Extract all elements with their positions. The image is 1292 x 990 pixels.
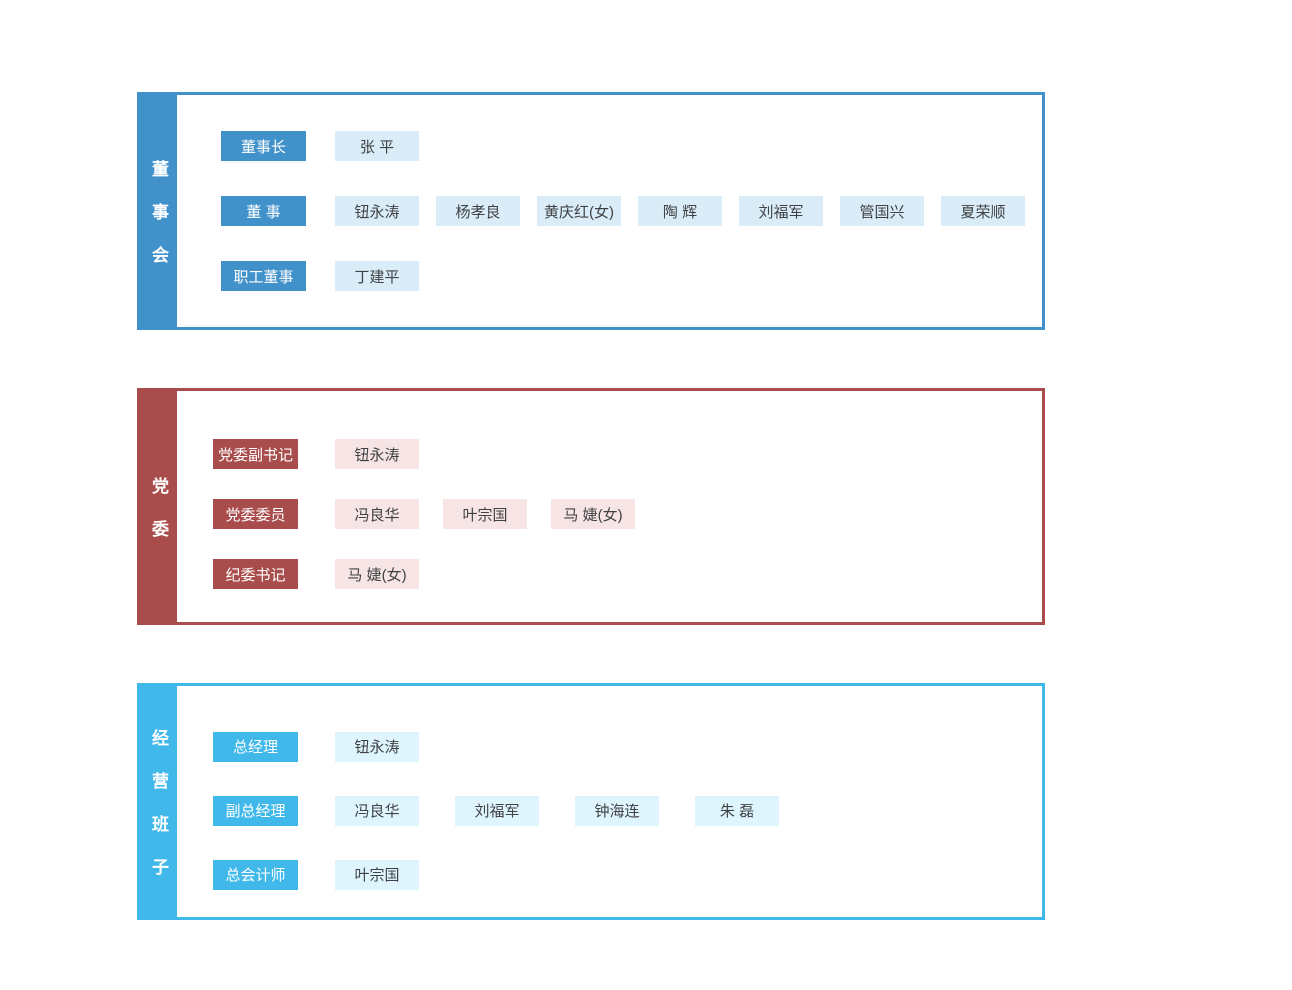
- name-badge: 马 婕(女): [335, 559, 419, 589]
- role-badge: 纪委书记: [213, 559, 298, 589]
- name-badge: 张 平: [335, 131, 419, 161]
- panel-board-of-directors: 董事会 董事长 张 平 董 事 钮永涛 杨孝良 黄庆红(女) 陶 辉 刘福军 管…: [137, 92, 1045, 330]
- name-badge: 马 婕(女): [551, 499, 635, 529]
- name-badge: 夏荣顺: [941, 196, 1025, 226]
- org-row: 总会计师 叶宗国: [177, 859, 1042, 890]
- role-badge: 党委副书记: [213, 439, 298, 469]
- name-badge: 冯良华: [335, 795, 419, 826]
- org-row: 纪委书记 马 婕(女): [177, 559, 1042, 589]
- name-badge: 叶宗国: [335, 859, 419, 890]
- panel-content: 党委副书记 钮永涛 党委委员 冯良华 叶宗国 马 婕(女) 纪委书记 马 婕(女…: [177, 391, 1042, 622]
- name-badge: 刘福军: [739, 196, 823, 226]
- org-row: 职工董事 丁建平: [177, 261, 1042, 291]
- org-row: 党委副书记 钮永涛: [177, 439, 1042, 469]
- name-list: 张 平: [335, 131, 419, 161]
- org-row: 董事长 张 平: [177, 131, 1042, 161]
- role-badge: 董事长: [221, 131, 306, 161]
- name-badge: 刘福军: [455, 795, 539, 826]
- panel-party-committee: 党委 党委副书记 钮永涛 党委委员 冯良华 叶宗国 马 婕(女) 纪委书记: [137, 388, 1045, 625]
- panel-content: 董事长 张 平 董 事 钮永涛 杨孝良 黄庆红(女) 陶 辉 刘福军 管国兴 夏…: [177, 95, 1042, 327]
- panel-sidebar: 经营班子: [140, 686, 177, 917]
- name-badge: 管国兴: [840, 196, 924, 226]
- role-badge: 董 事: [221, 196, 306, 226]
- org-row: 董 事 钮永涛 杨孝良 黄庆红(女) 陶 辉 刘福军 管国兴 夏荣顺: [177, 196, 1042, 226]
- panel-sidebar: 党委: [140, 391, 177, 622]
- panel-title: 董事会: [149, 159, 168, 289]
- panel-management-team: 经营班子 总经理 钮永涛 副总经理 冯良华 刘福军 钟海连 朱 磊 总会计师: [137, 683, 1045, 920]
- name-badge: 黄庆红(女): [537, 196, 621, 226]
- name-list: 叶宗国: [335, 859, 419, 890]
- name-badge: 冯良华: [335, 499, 419, 529]
- role-badge: 总经理: [213, 731, 298, 762]
- name-list: 钮永涛: [335, 731, 419, 762]
- role-badge: 总会计师: [213, 859, 298, 890]
- name-badge: 钮永涛: [335, 196, 419, 226]
- name-badge: 朱 磊: [695, 795, 779, 826]
- name-badge: 钮永涛: [335, 439, 419, 469]
- name-badge: 叶宗国: [443, 499, 527, 529]
- name-badge: 钟海连: [575, 795, 659, 826]
- panel-sidebar: 董事会: [140, 95, 177, 327]
- name-badge: 杨孝良: [436, 196, 520, 226]
- org-row: 副总经理 冯良华 刘福军 钟海连 朱 磊: [177, 795, 1042, 826]
- panel-title: 经营班子: [149, 728, 168, 901]
- name-list: 马 婕(女): [335, 559, 419, 589]
- name-list: 丁建平: [335, 261, 419, 291]
- name-badge: 钮永涛: [335, 731, 419, 762]
- name-list: 冯良华 叶宗国 马 婕(女): [335, 499, 635, 529]
- panel-content: 总经理 钮永涛 副总经理 冯良华 刘福军 钟海连 朱 磊 总会计师 叶宗国: [177, 686, 1042, 917]
- name-list: 冯良华 刘福军 钟海连 朱 磊: [335, 795, 779, 826]
- panel-title: 党委: [149, 476, 168, 563]
- org-row: 党委委员 冯良华 叶宗国 马 婕(女): [177, 499, 1042, 529]
- role-badge: 职工董事: [221, 261, 306, 291]
- name-badge: 陶 辉: [638, 196, 722, 226]
- name-list: 钮永涛 杨孝良 黄庆红(女) 陶 辉 刘福军 管国兴 夏荣顺: [335, 196, 1025, 226]
- name-badge: 丁建平: [335, 261, 419, 291]
- role-badge: 党委委员: [213, 499, 298, 529]
- name-list: 钮永涛: [335, 439, 419, 469]
- role-badge: 副总经理: [213, 795, 298, 826]
- org-row: 总经理 钮永涛: [177, 731, 1042, 762]
